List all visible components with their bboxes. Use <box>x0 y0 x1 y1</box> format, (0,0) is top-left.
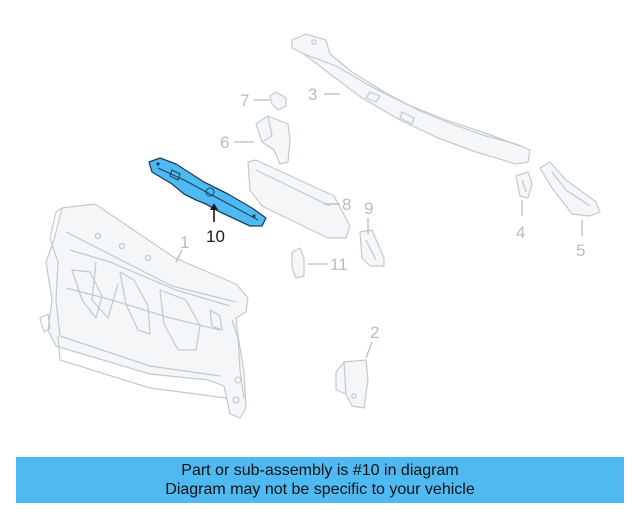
callout-4[interactable]: 4 <box>516 223 525 242</box>
banner-line-disclaimer: Diagram may not be specific to your vehi… <box>165 481 475 498</box>
info-banner: Part or sub-assembly is #10 in diagram D… <box>16 457 624 503</box>
callouts: 1 2 3 4 5 6 7 8 9 10 11 <box>180 85 585 342</box>
callout-9[interactable]: 9 <box>364 199 373 218</box>
callout-2[interactable]: 2 <box>370 323 379 342</box>
banner-line-part: Part or sub-assembly is #10 in diagram <box>181 462 459 479</box>
callout-8[interactable]: 8 <box>342 195 351 214</box>
callout-7[interactable]: 7 <box>240 91 249 110</box>
part-6-air-guide <box>255 115 291 165</box>
callout-3[interactable]: 3 <box>308 85 317 104</box>
part-1-front-carrier <box>39 203 249 419</box>
part-5-bracket <box>539 161 601 217</box>
callout-6[interactable]: 6 <box>220 133 229 152</box>
callout-11[interactable]: 11 <box>330 255 348 274</box>
part-10-highlighted[interactable] <box>148 157 267 227</box>
part-2-bracket <box>335 359 369 409</box>
leader-lines <box>175 93 583 359</box>
callout-5[interactable]: 5 <box>576 241 585 260</box>
part-8-baffle <box>247 159 351 239</box>
part-7-clip <box>269 91 287 111</box>
parts-diagram: 1 2 3 4 5 6 7 8 9 10 11 <box>39 33 601 419</box>
callout-10[interactable]: 10 <box>206 227 225 246</box>
part-3-upper-crossmember <box>291 33 531 165</box>
part-11-clip <box>291 247 305 279</box>
part-10-shape[interactable] <box>148 157 267 227</box>
callout-1[interactable]: 1 <box>180 233 189 252</box>
part-9-bracket <box>359 229 385 267</box>
part-4-bracket <box>515 171 533 199</box>
